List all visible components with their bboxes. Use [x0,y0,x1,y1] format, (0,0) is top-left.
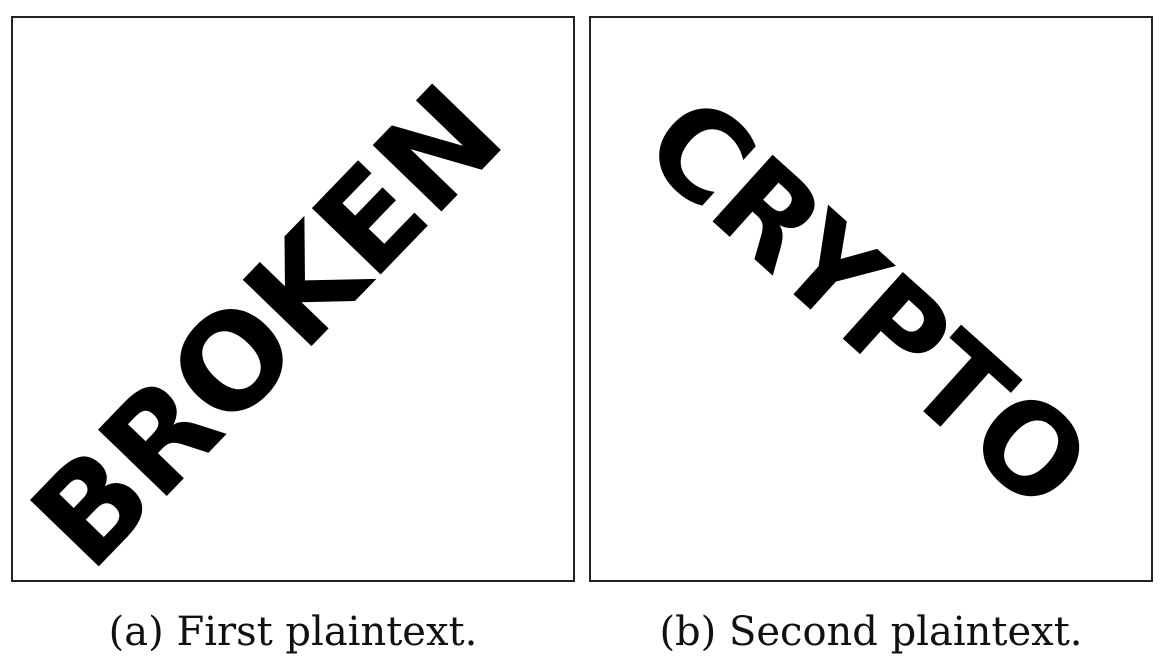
plaintext-word-crypto: CRYPTO [618,70,1115,538]
caption-first-plaintext: (a) First plaintext. [108,609,478,655]
plaintext-canvas-a: BROKEN [13,58,530,580]
plaintext-word-broken: BROKEN [13,58,530,580]
plaintext-canvas-b: CRYPTO [618,70,1115,538]
plaintext-image-b: CRYPTO [589,16,1153,582]
caption-second-plaintext: (b) Second plaintext. [659,609,1083,655]
plaintext-image-a: BROKEN [11,16,575,582]
